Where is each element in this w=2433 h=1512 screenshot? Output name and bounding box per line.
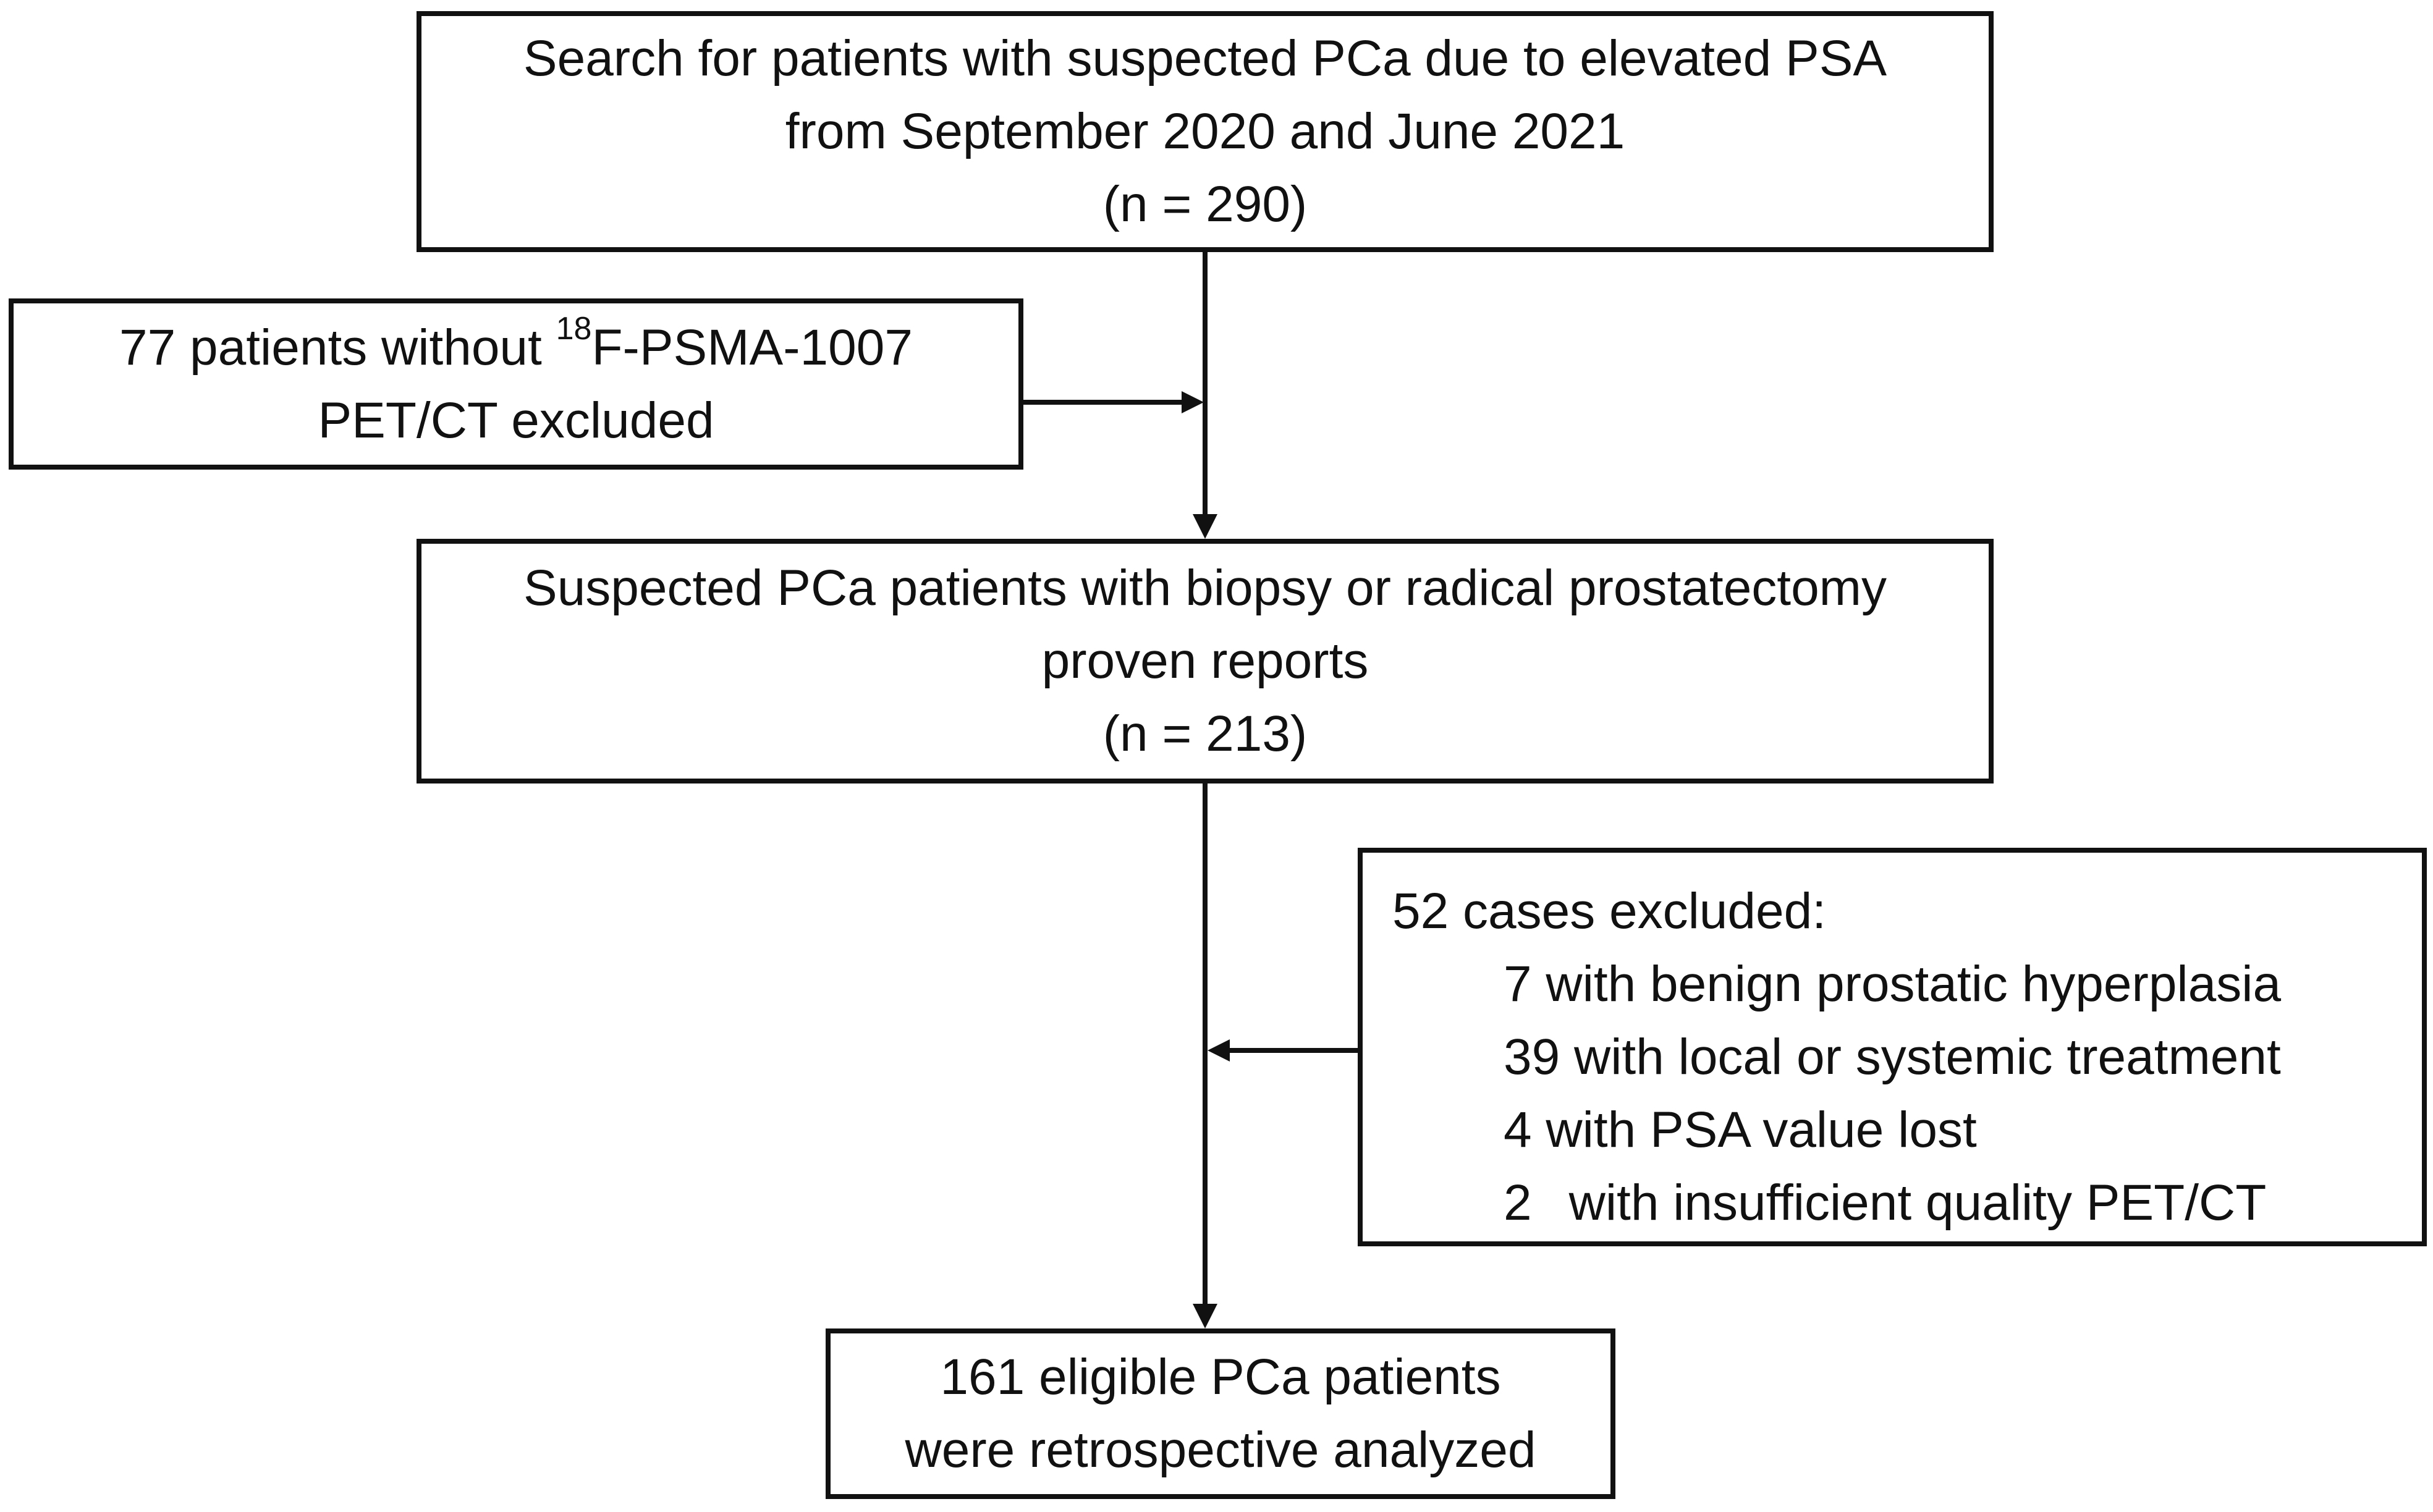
exclusion-list: 52 cases excluded: 7 with benign prostat… — [1392, 875, 2281, 1240]
eligible-line-2: were retrospective analyzed — [905, 1422, 1536, 1478]
search-box-count: (n = 290) — [1102, 176, 1308, 232]
arrowhead-box5 — [1193, 1304, 1217, 1328]
exclusion-box-52-cases: 52 cases excluded: 7 with benign prostat… — [1358, 848, 2427, 1246]
exclusion-item-treatment: 39 with local or systemic treatment — [1504, 1029, 2281, 1085]
exclusion-box-no-pet-line-2: PET/CT excluded — [318, 392, 714, 449]
isotope-superscript: 18 — [556, 311, 592, 347]
suspected-pca-count: (n = 213) — [1102, 706, 1308, 762]
search-box-line-2: from September 2020 and June 2021 — [785, 103, 1625, 159]
arrowhead-box3 — [1193, 514, 1217, 539]
exclusion-box-no-pet-line-1: 77 patients without 18F-PSMA-1007 — [119, 311, 913, 384]
suspected-pca-line-1: Suspected PCa patients with biopsy or ra… — [523, 560, 1887, 616]
search-box: Search for patients with suspected PCa d… — [417, 11, 1994, 252]
exclusion-heading: 52 cases excluded: — [1392, 883, 1827, 939]
suspected-pca-line-2: proven reports — [1041, 633, 1369, 689]
eligible-patients-box: 161 eligible PCa patients were retrospec… — [826, 1328, 1615, 1499]
suspected-pca-box: Suspected PCa patients with biopsy or ra… — [417, 539, 1994, 783]
exclusion-item-psa-lost: 4 with PSA value lost — [1504, 1102, 1977, 1158]
exclusion-item-quality-text: with insufficient quality PET/CT — [1568, 1175, 2267, 1231]
tracer-name: F-PSMA-1007 — [591, 319, 913, 376]
arrowhead-exclusion-1 — [1182, 391, 1204, 413]
exclusion-box-no-pet: 77 patients without 18F-PSMA-1007 PET/CT… — [9, 298, 1023, 470]
exclusion-prefix: 77 patients without — [119, 319, 556, 376]
exclusion-item-quality: 2 with insufficient quality PET/CT — [1392, 1167, 2281, 1240]
exclusion-item-quality-number: 2 — [1504, 1175, 1532, 1231]
arrowhead-exclusion-2 — [1208, 1039, 1230, 1062]
exclusion-item-bph: 7 with benign prostatic hyperplasia — [1504, 956, 2282, 1012]
search-box-line-1: Search for patients with suspected PCa d… — [523, 30, 1887, 87]
eligible-line-1: 161 eligible PCa patients — [940, 1349, 1501, 1405]
